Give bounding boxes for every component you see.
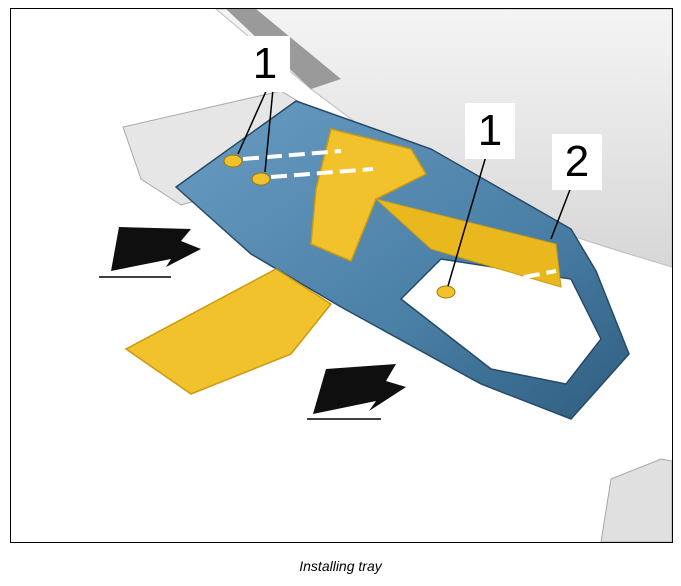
callout-screw-right: 1 xyxy=(465,103,515,159)
callout-tray: 2 xyxy=(552,134,602,190)
installation-illustration xyxy=(99,9,672,542)
arrow-lower-icon xyxy=(313,364,406,414)
yellow-rail-part xyxy=(375,198,562,288)
screw-left-lower-icon xyxy=(251,172,271,186)
leader-1-right xyxy=(447,155,487,287)
figure-caption: Installing tray xyxy=(299,558,382,574)
yellow-latch-part xyxy=(310,128,428,262)
leader-2 xyxy=(550,186,572,240)
dash-line-left-upper xyxy=(242,149,342,161)
callout-screw-left: 1 xyxy=(240,36,290,92)
dash-line-left-lower xyxy=(270,167,374,179)
dash-line-right xyxy=(455,269,557,292)
lower-right-part xyxy=(600,458,672,542)
yellow-flap-part xyxy=(124,268,333,395)
screw-right-icon xyxy=(436,285,456,299)
leader-1-left-a xyxy=(237,88,268,155)
leader-1-left-b xyxy=(264,88,274,173)
screw-left-upper-icon xyxy=(223,154,243,168)
arrow-upper-left-icon xyxy=(111,227,201,271)
illustration-frame: 1 1 2 xyxy=(10,8,673,543)
